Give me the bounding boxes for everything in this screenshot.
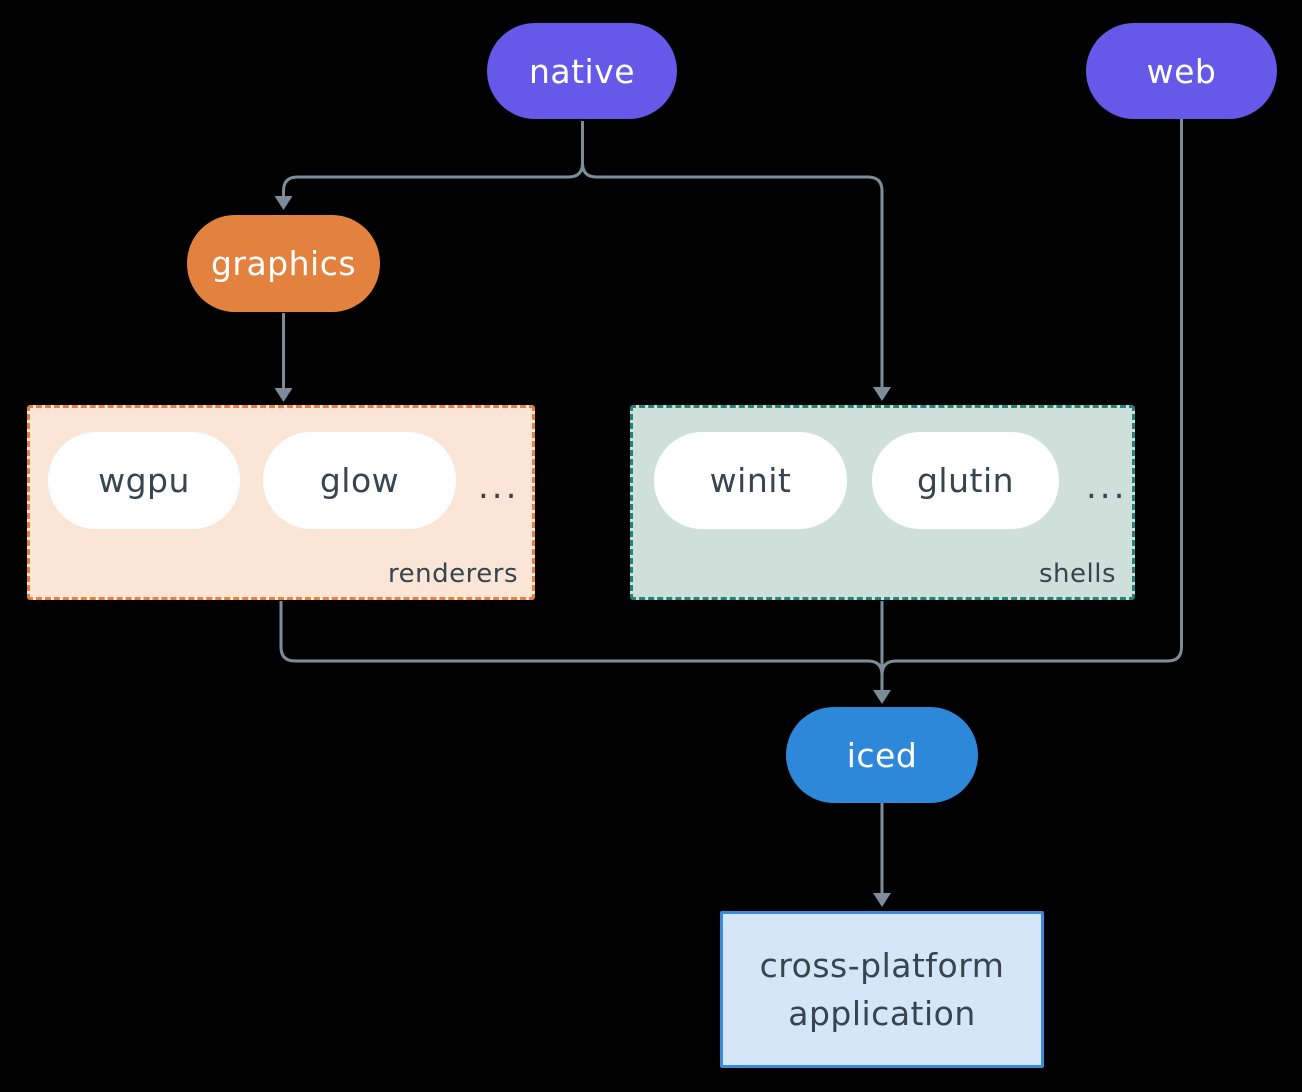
node-glutin: glutin bbox=[872, 432, 1059, 529]
node-cross-platform-application: cross-platform application bbox=[720, 911, 1044, 1068]
node-web: web bbox=[1086, 23, 1277, 119]
shells-label: shells bbox=[1038, 559, 1116, 589]
connector-renderers-to-iced bbox=[279, 601, 884, 676]
node-graphics: graphics bbox=[187, 215, 380, 312]
connector-native-to-shells bbox=[581, 162, 884, 387]
node-native: native bbox=[487, 23, 677, 119]
node-winit: winit bbox=[654, 432, 847, 529]
arrowhead-graphics bbox=[274, 196, 293, 210]
shells-ellipsis: ... bbox=[1086, 467, 1128, 507]
group-renderers: wgpu glow ... renderers bbox=[27, 405, 535, 600]
arrowhead-shells bbox=[873, 387, 891, 401]
renderers-ellipsis: ... bbox=[478, 467, 520, 507]
arrowhead-application bbox=[873, 893, 891, 907]
node-wgpu: wgpu bbox=[48, 432, 240, 529]
application-label-line1: cross-platform bbox=[759, 945, 1005, 985]
node-glow: glow bbox=[263, 432, 456, 529]
group-shells: winit glutin ... shells bbox=[630, 405, 1135, 600]
node-iced: iced bbox=[786, 707, 978, 803]
renderers-label: renderers bbox=[388, 559, 518, 589]
arrowhead-renderers bbox=[274, 388, 293, 402]
application-label-line2: application bbox=[788, 993, 976, 1033]
connector-native-to-graphics bbox=[282, 121, 584, 196]
arrowhead-iced bbox=[873, 690, 891, 704]
connector-web-to-iced bbox=[880, 119, 1183, 676]
